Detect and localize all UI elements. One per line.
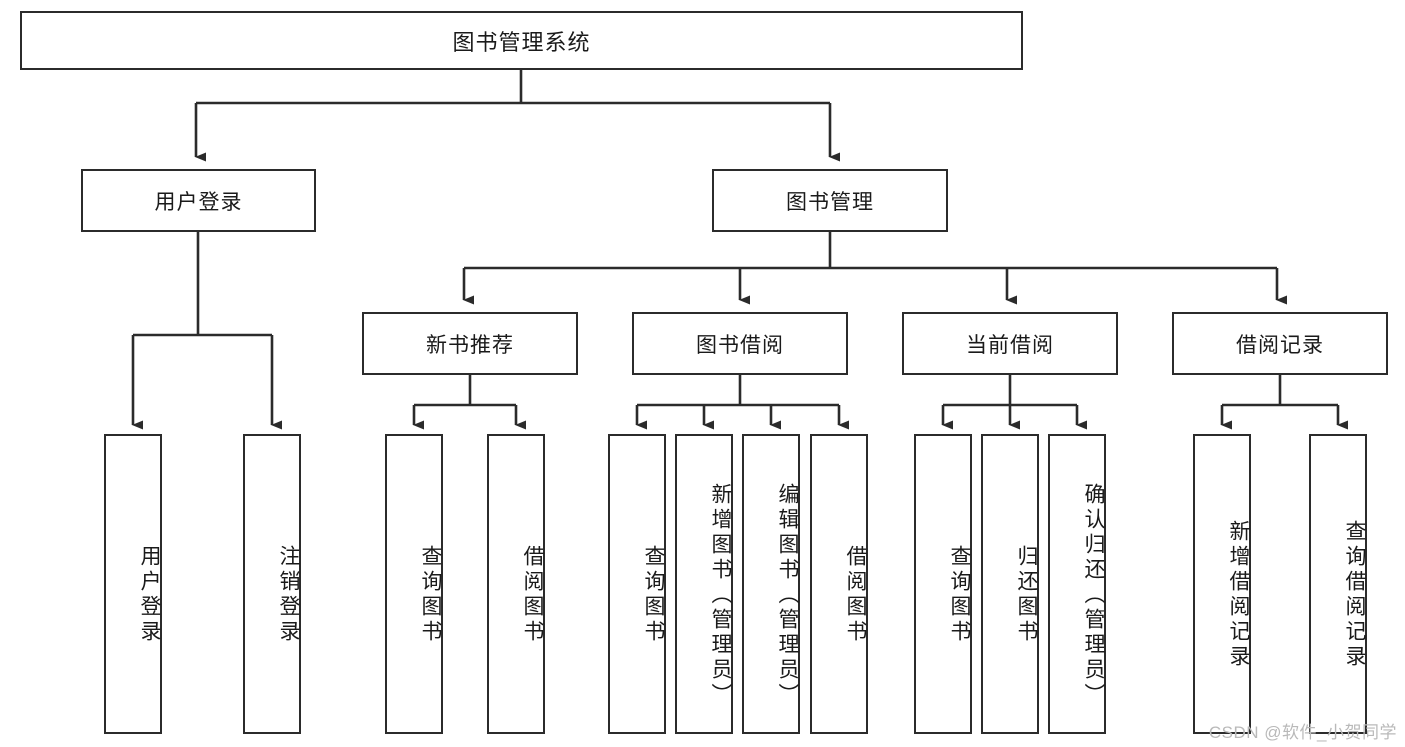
- node-label: 新增借阅记录: [1227, 520, 1250, 670]
- node-label: 新书推荐: [426, 333, 514, 357]
- node-label: 用户登录: [154, 190, 243, 214]
- node-user-login[interactable]: 用户登录: [81, 169, 316, 232]
- node-label: 编辑图书（管理员）: [776, 482, 799, 708]
- node-label: 当前借阅: [966, 333, 1054, 357]
- node-label: 确认归还（管理员）: [1082, 482, 1105, 708]
- leaf-add-borrow-record[interactable]: 新增借阅记录: [1193, 434, 1251, 734]
- leaf-query-borrow-record[interactable]: 查询借阅记录: [1309, 434, 1367, 734]
- leaf-borrow-book-recommend[interactable]: 借阅图书: [487, 434, 545, 734]
- node-label: 用户登录: [138, 545, 161, 645]
- leaf-borrow-book[interactable]: 借阅图书: [810, 434, 868, 734]
- node-current-borrow[interactable]: 当前借阅: [902, 312, 1118, 375]
- leaf-query-book-borrow[interactable]: 查询图书: [608, 434, 666, 734]
- node-label: 借阅记录: [1236, 333, 1324, 357]
- node-label: 查询图书: [642, 545, 665, 645]
- leaf-edit-book-admin[interactable]: 编辑图书（管理员）: [742, 434, 800, 734]
- leaf-add-book-admin[interactable]: 新增图书（管理员）: [675, 434, 733, 734]
- node-label: 图书管理: [786, 190, 874, 214]
- node-borrow-record[interactable]: 借阅记录: [1172, 312, 1388, 375]
- csdn-watermark: CSDN @软件_小贺同学: [1208, 723, 1397, 742]
- node-label: 注销登录: [277, 545, 300, 645]
- node-label: 查询借阅记录: [1343, 520, 1366, 670]
- node-label: 图书管理系统: [452, 29, 591, 55]
- leaf-return-book[interactable]: 归还图书: [981, 434, 1039, 734]
- leaf-query-book-recommend[interactable]: 查询图书: [385, 434, 443, 734]
- leaf-confirm-return-admin[interactable]: 确认归还（管理员）: [1048, 434, 1106, 734]
- node-label: 查询图书: [948, 545, 971, 645]
- node-label: 图书借阅: [696, 333, 784, 357]
- node-new-book-recommend[interactable]: 新书推荐: [362, 312, 578, 375]
- node-book-management[interactable]: 图书管理: [712, 169, 948, 232]
- node-label: 归还图书: [1015, 545, 1038, 645]
- leaf-user-login[interactable]: 用户登录: [104, 434, 162, 734]
- node-root-system[interactable]: 图书管理系统: [20, 11, 1023, 70]
- leaf-logout[interactable]: 注销登录: [243, 434, 301, 734]
- leaf-query-book-current[interactable]: 查询图书: [914, 434, 972, 734]
- node-label: 查询图书: [419, 545, 442, 645]
- node-label: 新增图书（管理员）: [709, 482, 732, 708]
- node-label: 借阅图书: [844, 545, 867, 645]
- node-label: 借阅图书: [521, 545, 544, 645]
- node-book-borrow[interactable]: 图书借阅: [632, 312, 848, 375]
